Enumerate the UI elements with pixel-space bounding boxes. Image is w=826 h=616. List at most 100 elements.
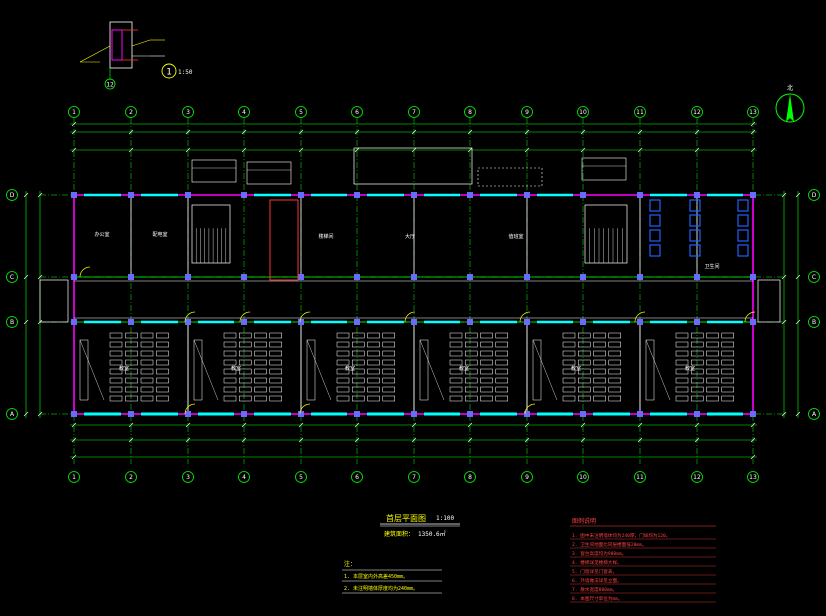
desk	[706, 377, 719, 384]
desk	[721, 386, 734, 393]
dimension-tick	[750, 129, 756, 135]
note-line-1: 1. 本层室内外高差450mm。	[344, 573, 408, 580]
desk	[336, 332, 350, 339]
desk	[109, 341, 123, 348]
column-axis-bubble: 3	[182, 471, 194, 483]
diagonal-hatch	[79, 339, 105, 401]
desk	[336, 395, 350, 402]
column-axis-bubble: 7	[408, 106, 420, 118]
structural-column	[750, 192, 756, 198]
structural-column	[580, 319, 586, 325]
door-swing	[299, 311, 311, 323]
column-axis-label: 6	[355, 474, 359, 481]
dimension-tick	[795, 319, 801, 325]
column-axis-bubble: 6	[351, 106, 363, 118]
desk	[465, 395, 478, 402]
dimension-tick	[580, 147, 586, 153]
desk	[449, 359, 463, 366]
desk	[223, 386, 237, 393]
desk	[721, 377, 734, 384]
room-label: 配电室	[152, 231, 167, 238]
desk	[367, 332, 380, 339]
legend-line: 8. 本图尺寸单位为mm。	[572, 595, 623, 602]
desk	[125, 341, 138, 348]
desk	[593, 386, 606, 393]
structural-column	[354, 319, 360, 325]
desk	[382, 350, 395, 357]
desk	[608, 359, 621, 366]
desk	[691, 368, 704, 375]
desk	[352, 386, 365, 393]
dimension-tick	[37, 411, 43, 417]
walls	[39, 147, 781, 417]
plan-title: 首层平面图	[386, 513, 426, 523]
column-axis-bubble: 6	[351, 471, 363, 483]
desk	[336, 377, 350, 384]
structural-column	[411, 192, 417, 198]
dimension-tick	[241, 147, 247, 153]
detail-callout-bubble	[161, 63, 177, 79]
desk	[140, 332, 154, 339]
desk	[495, 350, 508, 357]
blackboard	[645, 339, 655, 401]
desk	[269, 386, 282, 393]
column-axis-label: 1	[72, 474, 76, 481]
desk	[675, 359, 689, 366]
stairs-and-fixtures	[191, 157, 749, 264]
structural-column	[354, 192, 360, 198]
desk	[593, 332, 606, 339]
desk	[156, 377, 169, 384]
dimension-tick	[71, 129, 77, 135]
desk	[336, 350, 350, 357]
desk	[608, 395, 621, 402]
structural-column	[241, 192, 247, 198]
column-axis-bubble: 13	[747, 106, 759, 118]
door-swing	[184, 311, 196, 323]
desk	[269, 341, 282, 348]
desk	[480, 350, 493, 357]
desk	[269, 332, 282, 339]
desk	[608, 368, 621, 375]
legend-heading: 图例说明	[572, 517, 596, 525]
structural-column	[694, 274, 700, 280]
exterior-steps	[246, 161, 292, 185]
column-axis-label: 12	[693, 109, 701, 116]
desk	[608, 341, 621, 348]
room-labels: 办公室配电室楼梯间大厅值班室卫生间教室教室教室教室教室教室	[94, 231, 719, 372]
desk	[449, 377, 463, 384]
structural-column	[524, 274, 530, 280]
desk	[578, 350, 591, 357]
toilet-stall	[649, 199, 661, 212]
desk	[691, 386, 704, 393]
dimension-tick	[298, 437, 304, 443]
desk	[109, 332, 123, 339]
door-swing	[239, 311, 251, 323]
desk	[562, 377, 576, 384]
toilet-stall	[737, 244, 749, 257]
desk	[223, 377, 237, 384]
dimension-tick	[795, 274, 801, 280]
structural-column	[580, 274, 586, 280]
north-arrow: 北	[775, 84, 805, 123]
dimension-tick	[795, 192, 801, 198]
column-axis-label: 11	[636, 474, 644, 481]
desk	[254, 350, 267, 357]
desk	[239, 368, 252, 375]
desk	[125, 395, 138, 402]
dimension-tick	[23, 274, 29, 280]
north-label: 北	[787, 84, 793, 92]
desk	[140, 341, 154, 348]
desk	[675, 395, 689, 402]
column-axis-bubble: 2	[125, 471, 137, 483]
desk	[109, 350, 123, 357]
structural-column	[467, 274, 473, 280]
toilet-stall	[689, 229, 701, 242]
dimension-tick	[128, 129, 134, 135]
column-axis-label: 7	[412, 109, 416, 116]
stair-core-red	[269, 199, 299, 281]
dimension-tick	[185, 129, 191, 135]
row-axis-bubble: D	[6, 189, 18, 201]
row-axis-bubble: C	[6, 271, 18, 283]
desk	[223, 350, 237, 357]
